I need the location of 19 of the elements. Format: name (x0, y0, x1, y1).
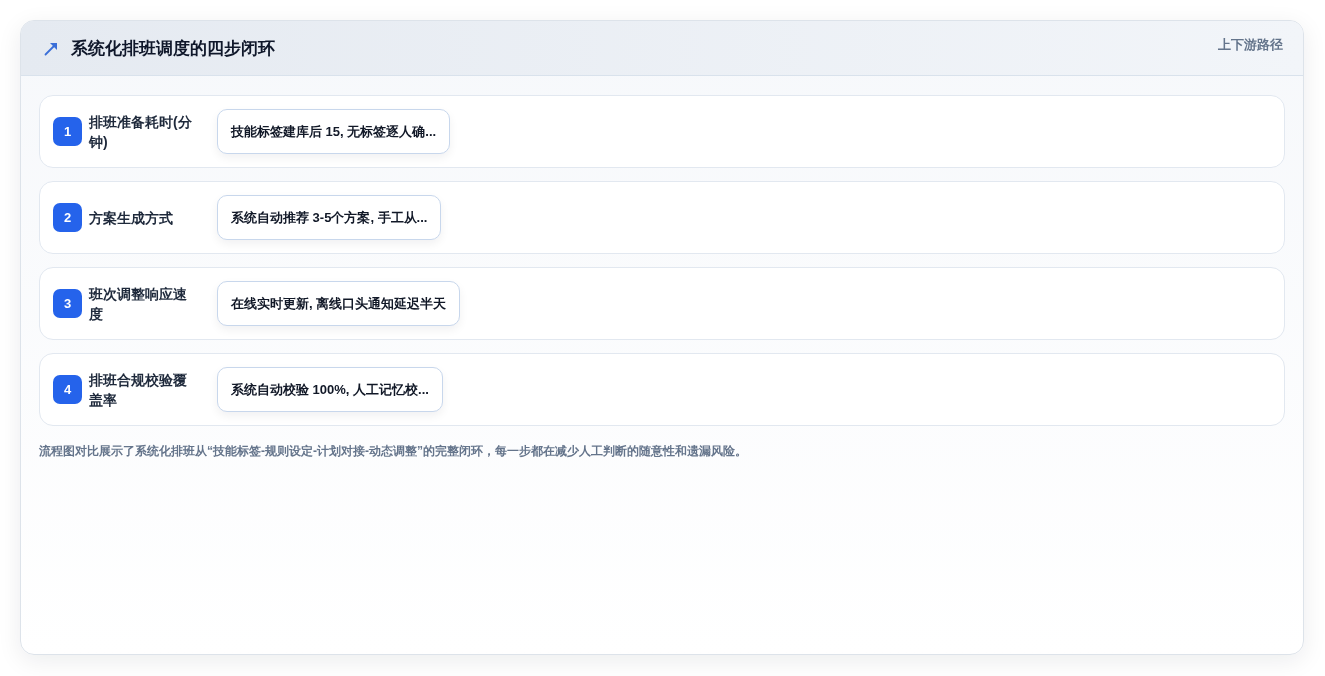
step-row (39, 95, 1285, 168)
step-number-badge: 2 (53, 203, 82, 232)
header-note: 上下游路径 (1218, 36, 1283, 54)
step-number-badge: 1 (53, 117, 82, 146)
value-card: 在线实时更新, 离线口头通知延迟半天 (217, 281, 461, 326)
value-card: 系统自动推荐 3-5个方案, 手工从... (217, 195, 442, 240)
step-number-badge: 4 (53, 375, 82, 404)
step-row (39, 267, 1285, 340)
step-label: 排班准备耗时(分钟) (89, 112, 193, 152)
step-label: 班次调整响应速度 (89, 284, 188, 324)
step-number-badge: 3 (53, 289, 82, 318)
step-label: 方案生成方式 (89, 208, 174, 228)
step-row (39, 181, 1285, 254)
value-card: 系统自动校验 100%, 人工记忆校... (217, 367, 443, 412)
value-card: 技能标签建库后 15, 无标签逐人确... (217, 109, 451, 154)
card-title: 系统化排班调度的四步闭环 (71, 38, 275, 60)
step-row (39, 353, 1285, 426)
caption-text: 流程图对比展示了系统化排班从“技能标签-规则设定-计划对接-动态调整”的完整闭环，每一步都在减少人工判断的随意性和遗漏风险。 (39, 443, 747, 460)
step-label: 排班合规校验覆盖率 (89, 370, 188, 410)
